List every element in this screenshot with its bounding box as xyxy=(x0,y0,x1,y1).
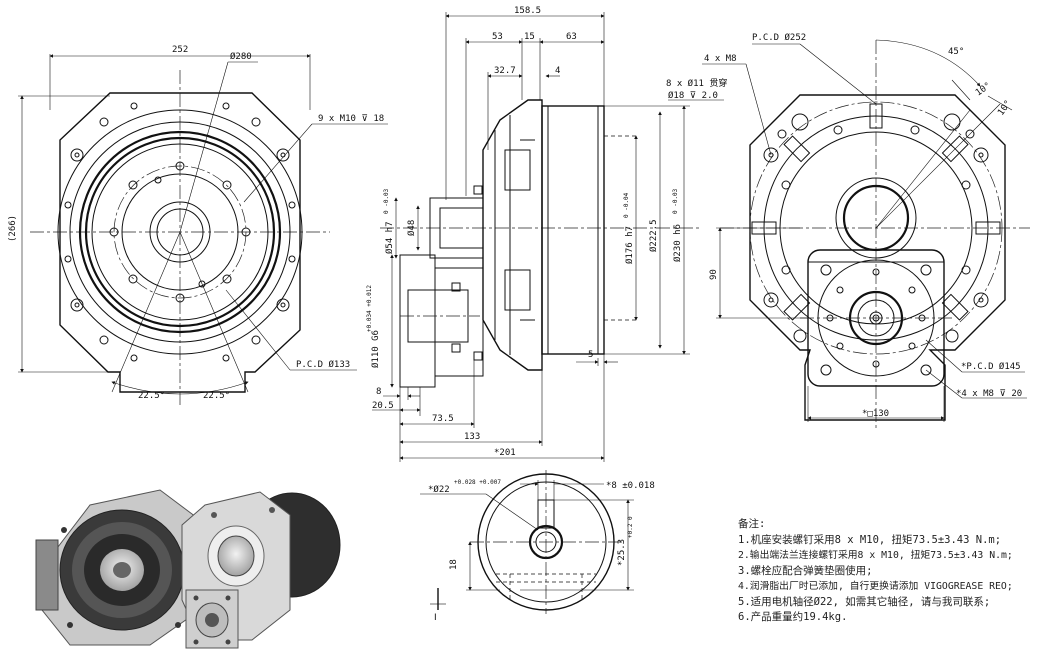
note-item: 4.润滑脂出厂时已添加, 自行更换请添加 VIGOGREASE REO; xyxy=(738,581,1013,592)
note-item: 5.适用电机轴径Ø22, 如需其它轴径, 请与我司联系; xyxy=(738,595,991,608)
dim-bore-54: Ø54 h7 xyxy=(384,221,395,254)
note-item: 2.输出端法兰连接螺钉采用8 x M10, 扭矩73.5±3.43 N.m; xyxy=(738,550,1013,561)
notes-heading: 备注: xyxy=(738,518,766,530)
dim-len-32-7: 32.7 xyxy=(494,66,516,76)
dim-front-height: (266) xyxy=(8,215,18,242)
dim-height-90: 90 xyxy=(709,269,719,280)
dim-shaft-22: *Ø22 xyxy=(428,484,450,495)
dim-len-5: 5 xyxy=(588,350,593,360)
dim-bore-48: Ø48 xyxy=(406,220,417,236)
dim-len-201: *201 xyxy=(494,448,516,458)
note-item: 1.机座安装螺钉采用8 x M10, 扭矩73.5±3.43 N.m; xyxy=(738,533,1002,546)
dim-len-53: 53 xyxy=(492,32,503,42)
note-item: 6.产品重量约19.4kg. xyxy=(738,611,848,623)
motor-side-view xyxy=(702,39,1030,430)
front-view xyxy=(18,54,388,405)
dim-pcd-252: P.C.D Ø252 xyxy=(752,32,806,43)
dim-len-20-5: 20.5 xyxy=(372,401,394,411)
dim-len-8: 8 xyxy=(376,387,381,397)
dim-pcd-145: *P.C.D Ø145 xyxy=(961,361,1021,372)
dim-key-25-3: *25.3 xyxy=(617,539,627,566)
dim-square-130: *□130 xyxy=(862,409,889,419)
dim-m8-bottom: *4 x M8 ⊽ 20 xyxy=(956,389,1022,399)
notes-block: 备注: 1.机座安装螺钉采用8 x M10, 扭矩73.5±3.43 N.m; … xyxy=(738,517,1034,626)
dim-len-73-5: 73.5 xyxy=(432,414,454,424)
render-flange-view xyxy=(35,489,201,646)
dim-dia-230: Ø230 h6 xyxy=(672,224,683,262)
section-label: Ⅰ xyxy=(434,613,437,623)
dim-pcd-133: P.C.D Ø133 xyxy=(296,359,350,370)
dim-dia-176-tol: 0 -0.04 xyxy=(623,192,630,218)
dim-dia-176: Ø176 h7 xyxy=(624,226,635,264)
dim-flange-dia: Ø280 xyxy=(230,51,252,62)
dim-pilot-110-tol: +0.034 +0.012 xyxy=(366,285,373,332)
dim-angle-10a: 10° xyxy=(974,81,993,99)
render-motor-side-view xyxy=(181,491,341,649)
dim-m8-top: 4 x M8 xyxy=(704,54,737,64)
dim-dia-222: Ø222.5 xyxy=(648,219,659,252)
dim-angle-right: 22.5° xyxy=(203,391,230,401)
dim-pilot-110: Ø110 G6 xyxy=(370,330,381,368)
flange-bolt-holes xyxy=(109,161,251,303)
dim-shaft-22-tol: +0.028 +0.007 xyxy=(454,479,501,486)
dim-counterbore: Ø18 ⊽ 2.0 xyxy=(668,90,718,101)
side-section-view xyxy=(372,12,724,462)
dim-dia-230-tol: 0 -0.03 xyxy=(672,188,679,214)
dim-bore-54-tol: 0 -0.03 xyxy=(383,188,390,214)
dim-key-25-3-tol: +0.2 0 xyxy=(627,516,634,538)
dim-key-8: *8 ±0.018 xyxy=(606,481,655,491)
mounting-holes xyxy=(64,102,296,362)
dim-len-133: 133 xyxy=(464,432,480,442)
dim-angle-45: 45° xyxy=(948,47,964,57)
dim-thru-holes: 8 x Ø11 贯穿 xyxy=(666,77,727,89)
dim-angle-left: 22.5° xyxy=(138,391,165,401)
note-item: 3.螺栓应配合弹簧垫圈使用; xyxy=(738,564,873,577)
dim-angle-10b: 10° xyxy=(996,99,1014,118)
dim-front-width: 252 xyxy=(172,45,188,55)
dim-len-63: 63 xyxy=(566,32,577,42)
dim-overall-length: 158.5 xyxy=(514,6,541,16)
dim-len-15: 15 xyxy=(524,32,535,42)
dim-len-4: 4 xyxy=(555,66,560,76)
shaft-detail-view xyxy=(420,470,634,614)
dim-flange-bolts: 9 x M10 ⊽ 18 xyxy=(318,114,384,124)
dim-len-18: 18 xyxy=(449,559,459,570)
